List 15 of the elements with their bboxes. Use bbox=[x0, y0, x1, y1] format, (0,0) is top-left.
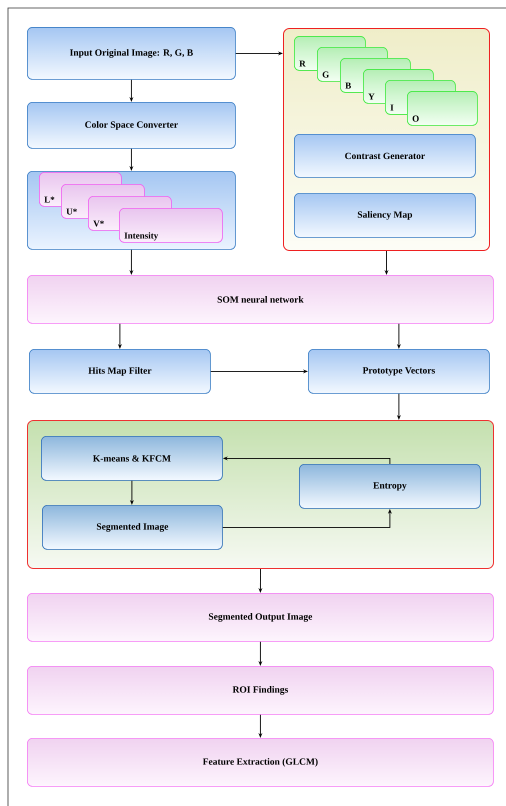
process-box: Segmented Image bbox=[42, 505, 223, 550]
process-box: Entropy bbox=[299, 464, 481, 509]
process-box: Saliency Map bbox=[294, 193, 476, 238]
process-box: Contrast Generator bbox=[294, 134, 476, 178]
process-box: Input Original Image: R, G, B bbox=[27, 27, 236, 80]
channel-card: O bbox=[407, 91, 478, 126]
process-box: ROI Findings bbox=[27, 666, 494, 715]
process-box: Prototype Vectors bbox=[308, 349, 490, 394]
process-box: Color Space Converter bbox=[27, 102, 236, 149]
process-box: Feature Extraction (GLCM) bbox=[27, 738, 494, 787]
process-box: Segmented Output Image bbox=[27, 593, 494, 642]
channel-card: Intensity bbox=[119, 208, 223, 243]
process-box: SOM neural network bbox=[27, 275, 494, 324]
process-box: Hits Map Filter bbox=[29, 349, 211, 394]
process-box: K-means & KFCM bbox=[41, 436, 223, 481]
